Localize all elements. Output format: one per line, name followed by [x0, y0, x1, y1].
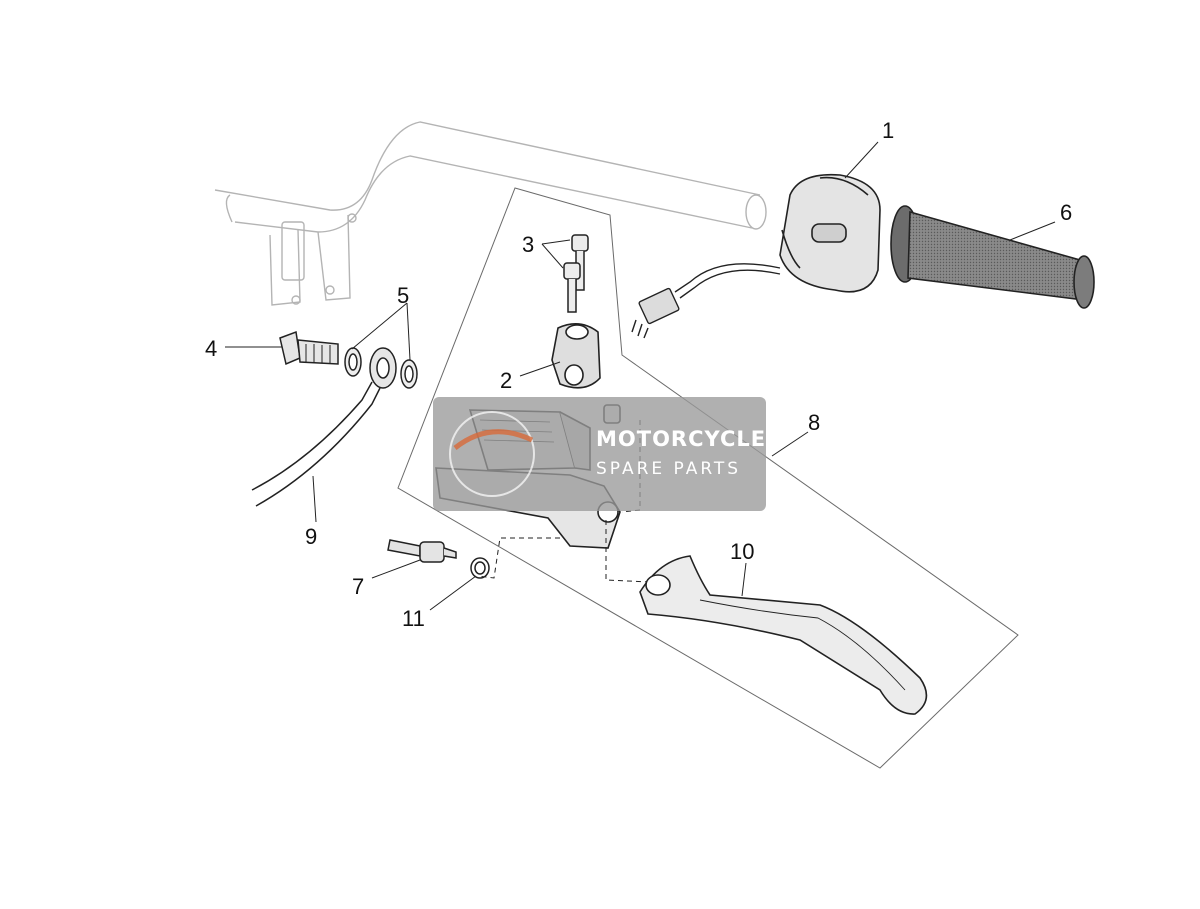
circlip — [470, 557, 490, 579]
clutch-lever — [639, 555, 928, 715]
callout-8: 8 — [808, 410, 820, 435]
brake-hose — [251, 347, 397, 507]
leader-lines — [225, 141, 1056, 611]
callout-2: 2 — [500, 368, 512, 393]
callout-10: 10 — [730, 539, 754, 564]
switch-housing — [779, 173, 881, 293]
watermark-line1: MOTORCYCLE — [596, 427, 766, 451]
banjo-bolt — [279, 330, 339, 366]
callout-7: 7 — [352, 574, 364, 599]
callout-6: 6 — [1060, 200, 1072, 225]
watermark-box — [433, 397, 766, 511]
handlebar-grip — [890, 205, 1095, 309]
clamp-screws — [563, 234, 589, 313]
callout-1: 1 — [882, 118, 894, 143]
assembly-frame — [397, 187, 1019, 769]
sealing-washers — [344, 347, 418, 389]
handlebar-outline — [214, 121, 767, 306]
callout-4: 4 — [205, 336, 217, 361]
callout-labels: 1 2 3 4 5 6 7 8 9 10 11 — [205, 118, 1072, 631]
callout-3: 3 — [522, 232, 534, 257]
callout-5: 5 — [397, 283, 409, 308]
callout-11: 11 — [402, 606, 425, 631]
pivot-pin — [387, 539, 457, 563]
watermark-line2: SPARE PARTS — [596, 459, 741, 479]
callout-9: 9 — [305, 524, 317, 549]
watermark: MOTORCYCLE SPARE PARTS — [433, 397, 766, 511]
switch-wire-connector — [631, 263, 781, 339]
handlebar-clamp — [551, 323, 601, 389]
